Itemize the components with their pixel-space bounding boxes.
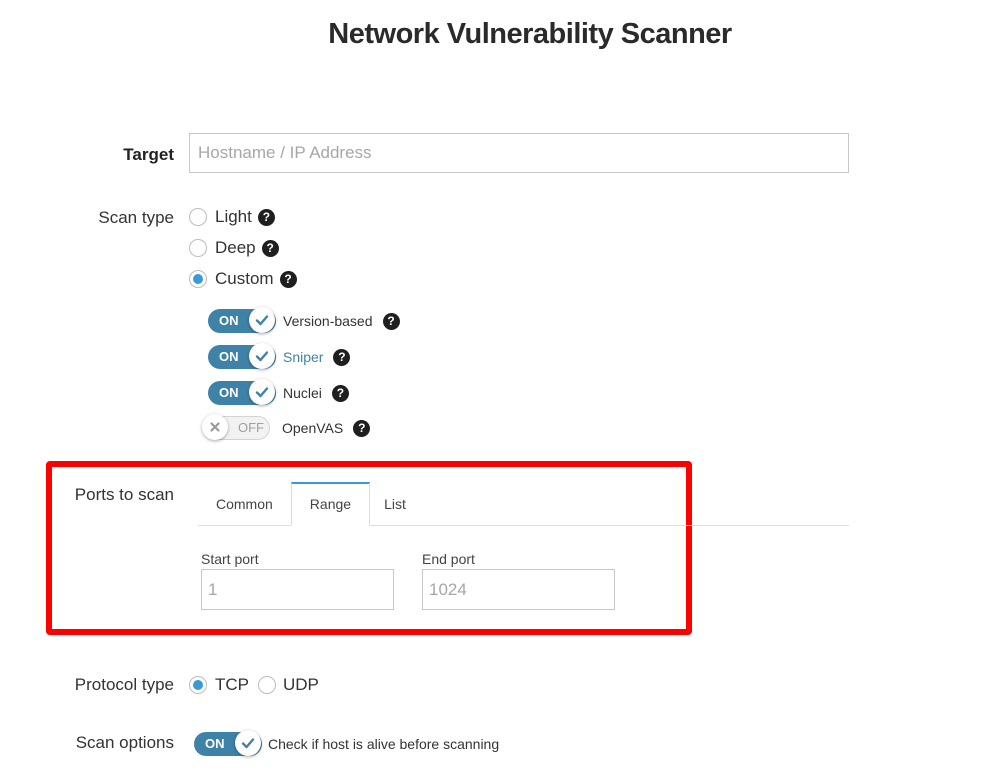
question-circle-icon[interactable]: ?	[261, 239, 279, 257]
end-port-label: End port	[422, 551, 475, 567]
radio-custom[interactable]	[189, 270, 207, 288]
scan-type-light[interactable]: Light ?	[189, 207, 275, 227]
tab-list[interactable]: List	[384, 496, 406, 512]
question-circle-icon[interactable]: ?	[279, 270, 297, 288]
toggle-nuclei[interactable]: ON	[208, 379, 276, 405]
engine-nuclei-label: Nuclei	[283, 385, 322, 401]
radio-udp[interactable]	[258, 676, 276, 694]
protocol-label: Protocol type	[74, 675, 174, 694]
check-alive-label: Check if host is alive before scanning	[268, 736, 500, 752]
ports-label: Ports to scan	[74, 485, 174, 504]
question-circle-icon[interactable]: ?	[382, 312, 400, 330]
toggle-version-based[interactable]: ON	[208, 307, 276, 333]
toggle-check-alive[interactable]: ON	[194, 730, 262, 756]
question-circle-icon[interactable]: ?	[333, 348, 351, 366]
checkmark-icon	[235, 730, 261, 756]
radio-light[interactable]	[189, 208, 207, 226]
highlight-box	[46, 461, 692, 635]
protocol-udp-label: UDP	[283, 675, 319, 694]
scan-type-custom-label: Custom	[215, 269, 274, 288]
start-port-input[interactable]	[201, 569, 394, 610]
ports-tabs: Common Range List	[198, 482, 849, 526]
checkmark-icon	[249, 379, 275, 405]
engine-version-based-label: Version-based	[283, 313, 373, 329]
question-circle-icon[interactable]: ?	[331, 384, 349, 402]
protocol-udp[interactable]: UDP	[258, 675, 319, 695]
checkmark-icon	[249, 307, 275, 333]
x-mark-icon	[202, 414, 228, 440]
radio-tcp[interactable]	[189, 676, 207, 694]
toggle-openvas[interactable]: OFF	[202, 414, 270, 440]
page-title: Network Vulnerability Scanner	[328, 18, 732, 50]
engine-openvas[interactable]: OFF OpenVAS ?	[202, 414, 371, 440]
checkmark-icon	[249, 343, 275, 369]
toggle-sniper[interactable]: ON	[208, 343, 276, 369]
end-port-input[interactable]	[422, 569, 615, 610]
engine-sniper-label[interactable]: Sniper	[283, 349, 324, 365]
scan-type-label: Scan type	[98, 208, 174, 227]
check-alive-option[interactable]: ON Check if host is alive before scannin…	[194, 730, 500, 756]
scan-type-deep[interactable]: Deep ?	[189, 238, 279, 258]
tab-common[interactable]: Common	[216, 496, 273, 512]
engine-openvas-label: OpenVAS	[282, 420, 344, 436]
radio-deep[interactable]	[189, 239, 207, 257]
question-circle-icon[interactable]: ?	[353, 419, 371, 437]
scan-type-light-label: Light	[215, 207, 252, 226]
question-circle-icon[interactable]: ?	[257, 208, 275, 226]
scan-options-label: Scan options	[75, 733, 174, 752]
engine-version-based[interactable]: ON Version-based ?	[208, 307, 400, 333]
engine-sniper[interactable]: ON Sniper ?	[208, 343, 351, 369]
scan-type-custom[interactable]: Custom ?	[189, 269, 297, 289]
engine-nuclei[interactable]: ON Nuclei ?	[208, 379, 349, 405]
start-port-label: Start port	[201, 551, 259, 567]
target-label: Target	[123, 145, 174, 164]
tab-range[interactable]: Range	[290, 482, 371, 526]
protocol-tcp-label: TCP	[215, 675, 249, 694]
protocol-tcp[interactable]: TCP	[189, 675, 249, 695]
scan-type-deep-label: Deep	[215, 238, 256, 257]
target-input[interactable]	[189, 133, 849, 173]
